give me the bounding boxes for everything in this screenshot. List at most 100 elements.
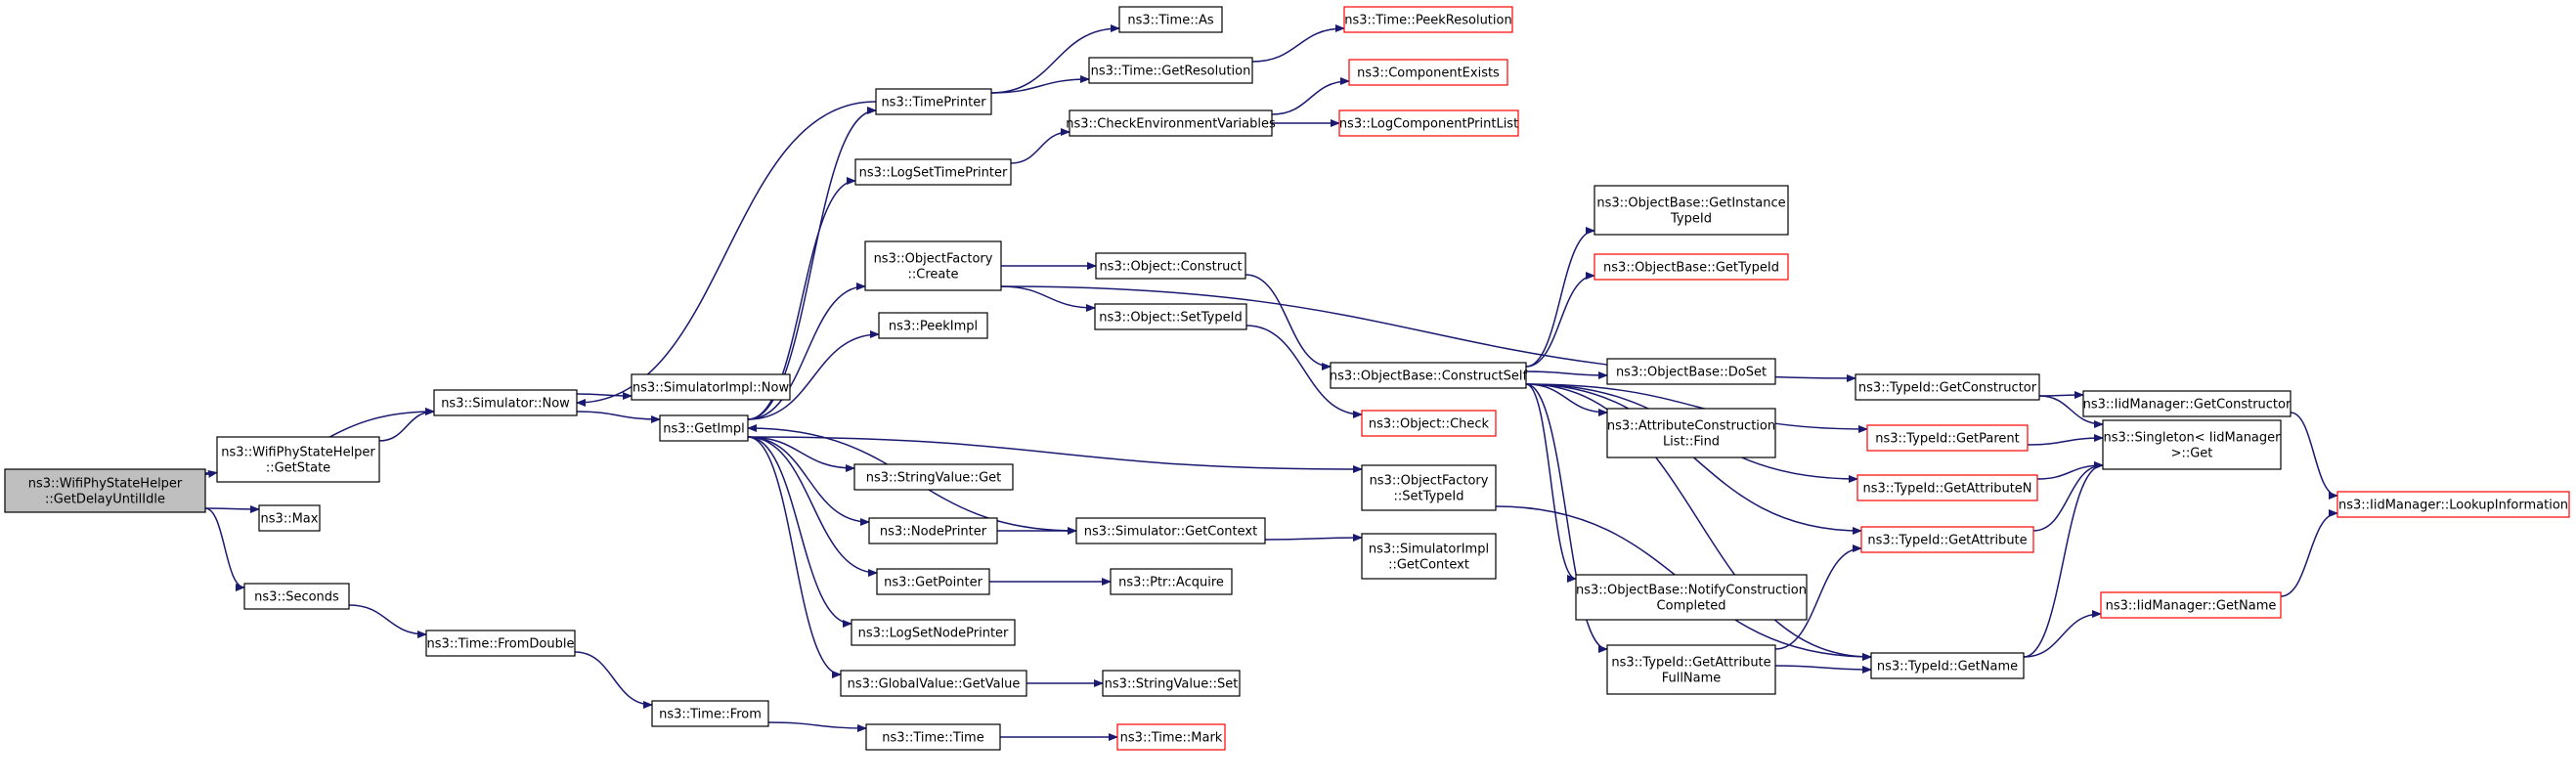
- node-time-from[interactable]: ns3::Time::From: [651, 700, 769, 727]
- node-checkenv[interactable]: ns3::CheckEnvironmentVariables: [1066, 109, 1276, 137]
- node-time-as[interactable]: ns3::Time::As: [1118, 6, 1223, 33]
- node-logcomponentprintlist[interactable]: ns3::LogComponentPrintList: [1338, 109, 1519, 137]
- node-nodeprinter[interactable]: ns3::NodePrinter: [868, 517, 998, 544]
- node-objbase-doset[interactable]: ns3::ObjectBase::DoSet: [1606, 358, 1776, 385]
- edge-iidmanager-getname-to-iidmanager-lookupinformation: [2280, 509, 2338, 597]
- node-box: [853, 463, 1014, 491]
- edge-iidmanager-getconstructor-to-iidmanager-lookupinformation: [2290, 412, 2338, 500]
- node-time-time[interactable]: ns3::Time::Time: [865, 723, 1001, 751]
- node-label: ns3::Seconds: [254, 590, 339, 605]
- edge-object-settypeid-to-object-check: [1245, 325, 1363, 418]
- node-sim-now[interactable]: ns3::Simulator::Now: [433, 389, 578, 416]
- node-singleton-get[interactable]: ns3::Singleton< IidManager>::Get: [2102, 419, 2282, 470]
- node-label: ns3::LogSetTimePrinter: [859, 166, 1008, 181]
- node-peekimpl[interactable]: ns3::PeekImpl: [878, 312, 988, 339]
- node-box: [1361, 533, 1497, 580]
- node-object-construct[interactable]: ns3::Object::Construct: [1095, 252, 1246, 280]
- node-box: [876, 568, 990, 595]
- node-ptr-acquire[interactable]: ns3::Ptr::Acquire: [1110, 568, 1233, 595]
- node-label: ns3::ObjectBase::DoSet: [1616, 366, 1767, 380]
- node-label: ns3::ObjectFactory: [1370, 474, 1489, 489]
- node-time-getresolution[interactable]: ns3::Time::GetResolution: [1088, 57, 1253, 84]
- node-max[interactable]: ns3::Max: [258, 504, 321, 532]
- node-label: ns3::TypeId::GetName: [1877, 660, 2018, 674]
- node-box: [1361, 464, 1497, 511]
- node-box: [875, 88, 992, 115]
- node-label: ns3::Object::Check: [1369, 417, 1490, 432]
- node-box: [1860, 526, 2034, 553]
- node-label: ns3::Singleton< IidManager: [2103, 431, 2281, 446]
- node-globalvalue-getvalue[interactable]: ns3::GlobalValue::GetValue: [840, 670, 1027, 697]
- edge-typeid-getattribute-to-singleton-get: [2032, 461, 2104, 532]
- edge-typeid-getattributefullname-to-typeid-getattribute: [1774, 544, 1862, 650]
- node-box: [1338, 109, 1519, 137]
- node-box: [1116, 723, 1226, 751]
- node-object-check[interactable]: ns3::Object::Check: [1361, 410, 1497, 437]
- edge-getimpl-to-getpointer: [747, 436, 878, 577]
- node-componentexists[interactable]: ns3::ComponentExists: [1348, 59, 1508, 86]
- node-box: [243, 583, 350, 610]
- edge-root-to-seconds: [204, 507, 245, 591]
- node-label: ns3::Object::SetTypeId: [1099, 311, 1242, 326]
- node-label: >::Get: [2171, 447, 2213, 461]
- node-box: [433, 389, 578, 416]
- node-typeid-getconstructor[interactable]: ns3::TypeId::GetConstructor: [1855, 373, 2040, 401]
- node-stringvalue-get[interactable]: ns3::StringValue::Get: [853, 463, 1014, 491]
- node-objbase-notifyconstructioncompleted[interactable]: ns3::ObjectBase::NotifyConstructionCompl…: [1575, 574, 1808, 621]
- node-label: ns3::StringValue::Set: [1105, 677, 1239, 692]
- node-time-mark[interactable]: ns3::Time::Mark: [1116, 723, 1226, 751]
- node-label: ns3::Time::From: [659, 708, 762, 722]
- node-sim-getcontext[interactable]: ns3::Simulator::GetContext: [1075, 517, 1266, 544]
- node-objfactory-create[interactable]: ns3::ObjectFactory::Create: [864, 240, 1002, 291]
- node-label: ns3::AttributeConstruction: [1607, 419, 1775, 434]
- node-stringvalue-set[interactable]: ns3::StringValue::Set: [1102, 670, 1241, 697]
- node-box: [878, 312, 988, 339]
- node-objfactory-settypeid[interactable]: ns3::ObjectFactory::SetTypeId: [1361, 464, 1497, 511]
- edge-getimpl-to-objfactory-create: [747, 283, 866, 420]
- node-objbase-gettypeid[interactable]: ns3::ObjectBase::GetTypeId: [1594, 253, 1789, 281]
- node-object-settypeid[interactable]: ns3::Object::SetTypeId: [1094, 303, 1247, 330]
- edge-object-construct-to-objbase-constructself: [1244, 274, 1332, 370]
- node-label: ns3::Simulator::GetContext: [1084, 525, 1257, 540]
- edge-logsettimeprinter-to-checkenv: [1010, 128, 1070, 164]
- node-label: ns3::IidManager::GetName: [2106, 599, 2277, 614]
- node-box: [4, 468, 206, 513]
- node-label: ::Create: [908, 268, 959, 283]
- edge-typeid-getname-to-singleton-get: [2023, 461, 2104, 658]
- node-root[interactable]: ns3::WifiPhyStateHelper::GetDelayUntilId…: [4, 468, 206, 513]
- node-iidmanager-getname[interactable]: ns3::IidManager::GetName: [2100, 591, 2282, 619]
- node-typeid-getattribute[interactable]: ns3::TypeId::GetAttribute: [1860, 526, 2034, 553]
- edge-wifi-getstate-to-sim-now: [378, 408, 435, 442]
- node-label: ns3::IidManager::GetConstructor: [2083, 398, 2292, 413]
- node-time-peekresolution[interactable]: ns3::Time::PeekResolution: [1343, 6, 1513, 33]
- node-box: [865, 723, 1001, 751]
- node-time-fromdouble[interactable]: ns3::Time::FromDouble: [425, 630, 576, 657]
- node-box: [1069, 109, 1273, 137]
- node-label: ns3::Time::As: [1127, 14, 1214, 28]
- node-iidmanager-getconstructor[interactable]: ns3::IidManager::GetConstructor: [2082, 390, 2292, 417]
- node-logsettimeprinter[interactable]: ns3::LogSetTimePrinter: [854, 158, 1012, 186]
- node-simimpl-now[interactable]: ns3::SimulatorImpl::Now: [631, 373, 791, 401]
- node-seconds[interactable]: ns3::Seconds: [243, 583, 350, 610]
- node-logsetnodeprinter[interactable]: ns3::LogSetNodePrinter: [851, 619, 1016, 646]
- node-objbase-constructself[interactable]: ns3::ObjectBase::ConstructSelf: [1330, 362, 1528, 389]
- edge-root-to-wifi-getstate: [204, 469, 218, 478]
- edge-getimpl-to-nodeprinter: [747, 436, 870, 526]
- node-typeid-getname[interactable]: ns3::TypeId::GetName: [1870, 652, 2025, 679]
- node-box: [1361, 410, 1497, 437]
- node-label: ns3::NodePrinter: [880, 525, 987, 540]
- node-label: ns3::Time::PeekResolution: [1344, 14, 1511, 28]
- node-label: ns3::GlobalValue::GetValue: [848, 677, 1021, 692]
- node-getimpl[interactable]: ns3::GetImpl: [659, 414, 749, 442]
- edge-objbase-constructself-to-typeid-getparent: [1525, 383, 1868, 433]
- node-typeid-getattributen[interactable]: ns3::TypeId::GetAttributeN: [1856, 474, 2038, 501]
- node-iidmanager-lookupinformation[interactable]: ns3::IidManager::LookupInformation: [2336, 491, 2570, 518]
- node-getpointer[interactable]: ns3::GetPointer: [876, 568, 990, 595]
- node-typeid-getparent[interactable]: ns3::TypeId::GetParent: [1866, 424, 2029, 452]
- node-timeprinter[interactable]: ns3::TimePrinter: [875, 88, 992, 115]
- node-wifi-getstate[interactable]: ns3::WifiPhyStateHelper::GetState: [216, 436, 380, 483]
- node-simimpl-getcontext[interactable]: ns3::SimulatorImpl::GetContext: [1361, 533, 1497, 580]
